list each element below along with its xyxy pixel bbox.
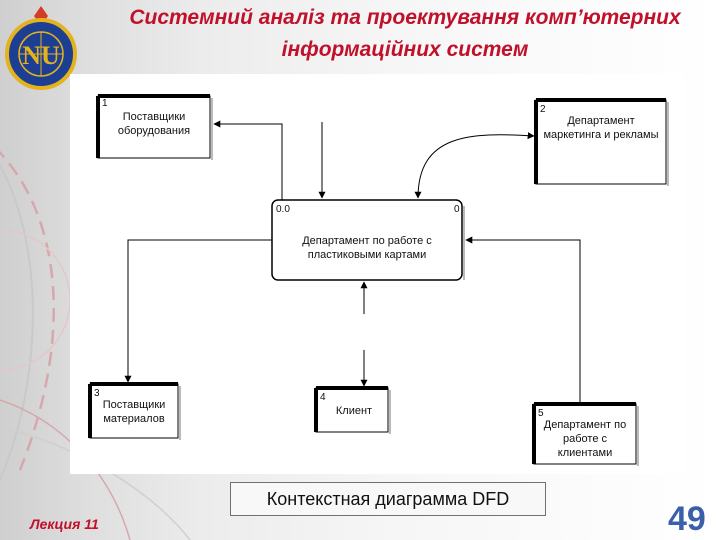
entity-label-line: Поставщики: [103, 399, 166, 411]
slide-title-line1: Системний аналіз та проектування комп’ют…: [129, 6, 681, 29]
logo-letters: NU: [22, 41, 60, 70]
entity-label-line: материалов: [103, 413, 165, 425]
slide-title-line2: інформаційних систем: [281, 38, 529, 61]
entity-number: 3: [94, 388, 100, 399]
entity-label-line: Департамент: [567, 115, 634, 127]
lecture-label: Лекция 11: [30, 516, 99, 532]
entity-number: 2: [540, 104, 546, 115]
entity-label-line: оборудования: [118, 125, 190, 137]
process-plastic-cards-department: 0.0 0 Департамент по работе с пластиковы…: [271, 199, 465, 281]
diagram-caption: Контекстная диаграмма DFD: [230, 482, 546, 516]
entity-label-line: Поставщики: [123, 111, 186, 123]
entity-label-line: Департамент по: [544, 419, 626, 431]
process-label-line: пластиковыми картами: [308, 249, 427, 261]
university-logo: NU: [2, 2, 80, 94]
external-entity-suppliers-materials: 3 Поставщики материалов: [88, 382, 181, 440]
external-entity-suppliers-equipment: 1 Поставщики оборудования: [96, 94, 213, 160]
process-number: 0: [454, 204, 460, 215]
process-label-line: Департамент по работе с: [302, 235, 432, 247]
entity-label-line: маркетинга и рекламы: [543, 129, 658, 141]
entity-number: 4: [320, 392, 326, 403]
entity-number: 5: [538, 408, 544, 419]
data-flows: [124, 120, 581, 402]
external-entity-marketing-department: 2 Департамент маркетинга и рекламы: [534, 98, 669, 186]
entity-number: 1: [102, 98, 108, 109]
entity-label-line: Клиент: [336, 405, 372, 417]
process-id: 0.0: [276, 204, 290, 215]
external-entity-client-department: 5 Департамент по работе с клиентами: [532, 402, 639, 466]
entity-label-line: работе с: [563, 433, 608, 445]
external-entity-client: 4 Клиент: [314, 386, 391, 434]
dfd-context-diagram: 1 Поставщики оборудования 2 Департамент …: [70, 74, 684, 474]
flow-client-department-to-process: [465, 236, 581, 402]
flow-process-to-suppliers-materials: [124, 239, 272, 383]
page-number: 49: [668, 500, 706, 538]
flow-process-to-suppliers-equipment: [213, 120, 283, 200]
flow-process-marketing: [414, 132, 535, 199]
entity-label-line: клиентами: [558, 447, 612, 459]
